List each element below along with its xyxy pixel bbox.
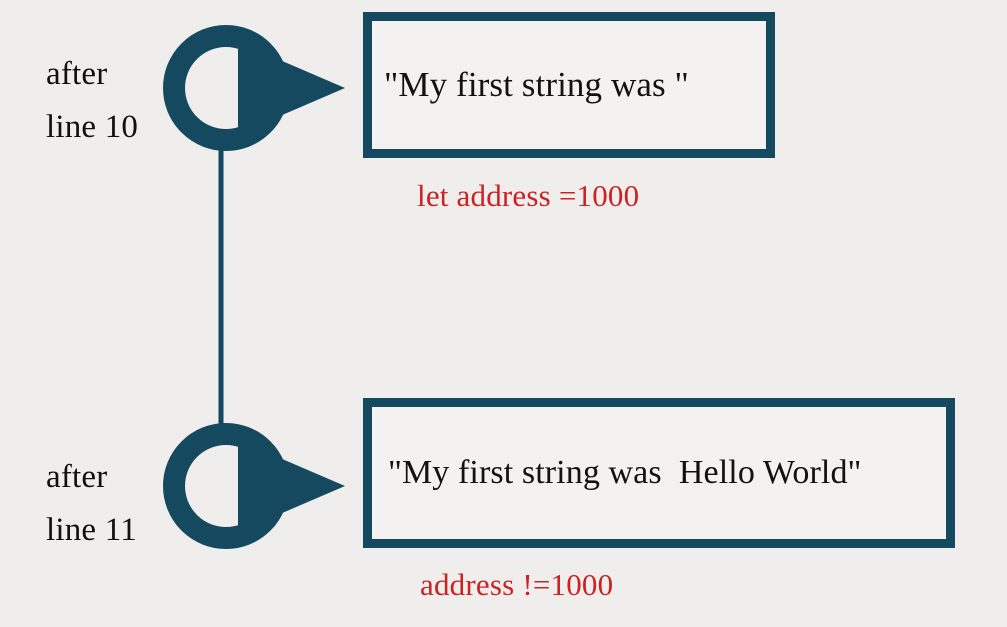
stage-label-line-1: after xyxy=(46,56,108,92)
node-marker-after-line-10 xyxy=(163,25,345,151)
value-box-text: "My first string was " xyxy=(384,65,689,104)
stage-label-line-2: line 11 xyxy=(46,512,137,549)
value-box-after-line-10: "My first string was " xyxy=(363,12,775,158)
stage-label-after-line-11: after line 11 xyxy=(46,451,137,558)
annotation-after-line-11: address !=1000 xyxy=(420,567,614,602)
value-box-text: "My first string was Hello World" xyxy=(388,454,862,491)
pointer-arrow-icon xyxy=(238,440,345,532)
stage-label-line-2: line 10 xyxy=(46,109,139,146)
ring-node-icon xyxy=(163,423,289,549)
annotation-after-line-10: let address =1000 xyxy=(417,178,640,213)
stage-label-after-line-10: after line 10 xyxy=(46,48,138,155)
pointer-arrow-icon xyxy=(238,42,345,134)
stage-label-line-1: after xyxy=(46,459,108,495)
value-box-after-line-11: "My first string was Hello World" xyxy=(363,398,955,548)
node-marker-after-line-11 xyxy=(163,423,345,549)
ring-node-icon xyxy=(163,25,289,151)
